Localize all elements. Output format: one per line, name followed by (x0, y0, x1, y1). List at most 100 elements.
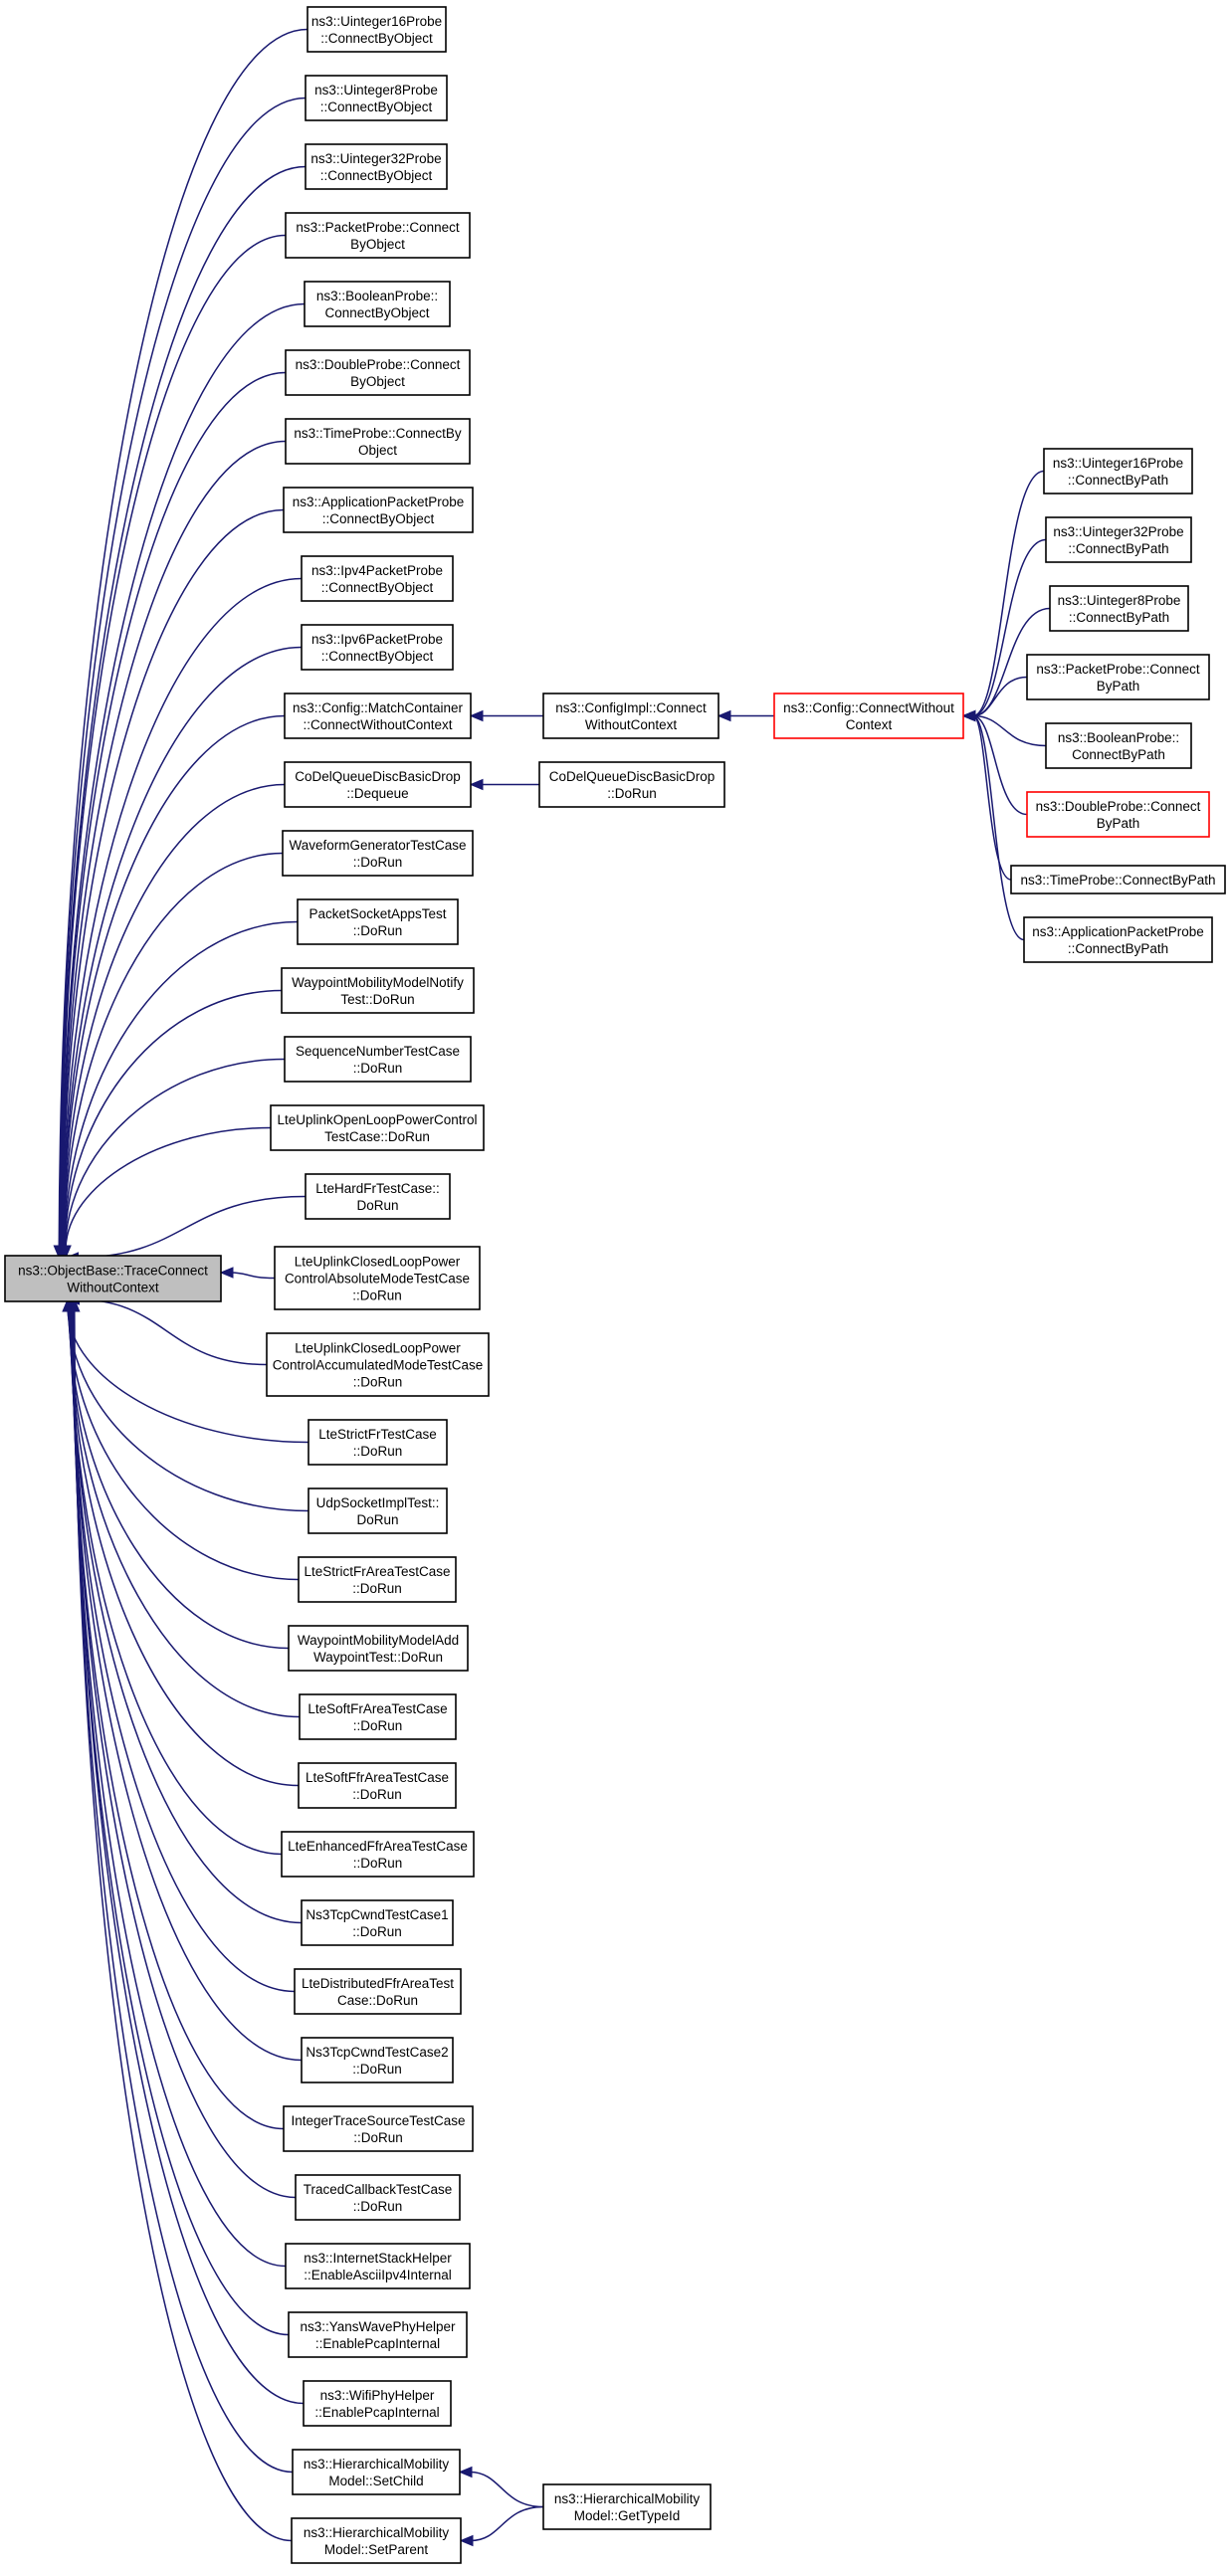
node-dbl[interactable]: ns3::DoubleProbe::ConnectByObject (285, 349, 471, 396)
node-mc[interactable]: ns3::Config::MatchContainer::ConnectWith… (284, 693, 472, 739)
node-ipv4[interactable]: ns3::Ipv4PacketProbe::ConnectByObject (301, 555, 454, 602)
node-box (288, 2311, 468, 2358)
node-hparent[interactable]: ns3::HierarchicalMobilityModel::SetParen… (291, 2517, 462, 2564)
node-yans[interactable]: ns3::YansWavePhyHelper::EnablePcapIntern… (288, 2311, 468, 2358)
node-label-line: ns3::WifiPhyHelper (320, 2388, 435, 2403)
node-pkt[interactable]: ns3::PacketProbe::ConnectByObject (285, 212, 471, 259)
node-wmma[interactable]: WaypointMobilityModelAddWaypointTest::Do… (288, 1625, 469, 1672)
node-label-line: ns3::BooleanProbe:: (316, 289, 438, 303)
node-ltesoft[interactable]: LteSoftFrAreaTestCase::DoRun (299, 1693, 457, 1740)
node-codelrun[interactable]: CoDelQueueDiscBasicDrop::DoRun (538, 761, 725, 808)
node-htype[interactable]: ns3::HierarchicalMobilityModel::GetTypeI… (542, 2483, 712, 2530)
node-ipv6[interactable]: ns3::Ipv6PacketProbe::ConnectByObject (301, 624, 454, 671)
node-u8[interactable]: ns3::Uinteger8Probe::ConnectByObject (305, 75, 448, 121)
node-label-line: Test::DoRun (340, 992, 414, 1007)
node-traced[interactable]: TracedCallbackTestCase::DoRun (295, 2174, 461, 2221)
node-label-line: LteSoftFfrAreaTestCase (306, 1770, 449, 1785)
call-edge-ltesoft-to-root (63, 1297, 301, 1718)
node-psat[interactable]: PacketSocketAppsTest::DoRun (297, 898, 459, 945)
call-edge-u16-to-root (53, 28, 308, 1260)
node-label-line: Context (846, 717, 893, 732)
node-label-line: ns3::Uinteger16Probe (1053, 456, 1183, 471)
node-inet[interactable]: ns3::InternetStackHelper::EnableAsciiIpv… (285, 2243, 471, 2289)
node-label-line: ByObject (350, 374, 405, 389)
node-box (281, 1831, 475, 1878)
node-ltestrict[interactable]: LteStrictFrTestCase::DoRun (308, 1419, 448, 1466)
node-box (284, 1036, 472, 1083)
node-box (285, 418, 471, 465)
arrowhead-icon (469, 709, 484, 722)
node-label-line: ConnectByPath (1072, 747, 1165, 762)
call-edge-ipv4-to-root (56, 577, 303, 1260)
node-box (4, 1255, 222, 1302)
node-pu8[interactable]: ns3::Uinteger8Probe::ConnectByPath (1049, 585, 1189, 632)
node-ltesoftffr[interactable]: LteSoftFfrAreaTestCase::DoRun (298, 1762, 457, 1809)
node-label-line: ControlAccumulatedModeTestCase (273, 1358, 484, 1373)
node-label-line: ::ConnectByPath (1068, 473, 1168, 488)
node-pbool[interactable]: ns3::BooleanProbe::ConnectByPath (1045, 722, 1192, 769)
node-label-line: WaypointTest::DoRun (313, 1650, 443, 1665)
node-label-line: DoRun (356, 1198, 398, 1213)
node-wave[interactable]: WaveformGeneratorTestCase::DoRun (282, 830, 474, 877)
node-lteenh[interactable]: LteEnhancedFfrAreaTestCase::DoRun (281, 1831, 475, 1878)
node-label-line: ns3::HierarchicalMobility (554, 2491, 701, 2506)
call-edge-wave-to-root (58, 852, 284, 1260)
node-label-line: ControlAbsoluteModeTestCase (285, 1272, 470, 1287)
node-label-line: SequenceNumberTestCase (296, 1044, 460, 1059)
node-papp[interactable]: ns3::ApplicationPacketProbe::ConnectByPa… (1023, 916, 1213, 963)
node-label-line: ns3::Uinteger32Probe (1053, 524, 1183, 539)
node-box (307, 6, 447, 53)
node-ptime[interactable]: ns3::TimeProbe::ConnectByPath (1010, 865, 1226, 894)
node-label-line: Object (358, 443, 397, 458)
node-u16[interactable]: ns3::Uinteger16Probe::ConnectByObject (307, 6, 447, 53)
node-label-line: ::ConnectByObject (320, 99, 433, 114)
node-label-line: ByObject (350, 237, 405, 252)
node-label-line: ns3::PacketProbe::Connect (296, 220, 460, 235)
node-wifi[interactable]: ns3::WifiPhyHelper::EnablePcapInternal (303, 2380, 452, 2427)
node-label-line: DoRun (356, 1512, 398, 1527)
node-label-line: ::DoRun (353, 923, 403, 938)
node-pu16[interactable]: ns3::Uinteger16Probe::ConnectByPath (1043, 448, 1193, 495)
node-seq[interactable]: SequenceNumberTestCase::DoRun (284, 1036, 472, 1083)
node-bool[interactable]: ns3::BooleanProbe::ConnectByObject (304, 281, 451, 327)
call-edge-lteabs-to-root (219, 1267, 276, 1280)
node-label-line: Model::GetTypeId (574, 2508, 681, 2523)
node-tcp1[interactable]: Ns3TcpCwndTestCase1::DoRun (301, 1899, 454, 1946)
node-u32[interactable]: ns3::Uinteger32Probe::ConnectByObject (305, 143, 448, 190)
call-edge-papp-to-cfgcwc (961, 709, 1025, 941)
node-root[interactable]: ns3::ObjectBase::TraceConnectWithoutCont… (4, 1255, 222, 1302)
node-label-line: ns3::TimeProbe::ConnectByPath (1020, 873, 1215, 888)
node-ppkt[interactable]: ns3::PacketProbe::ConnectByPath (1026, 654, 1210, 700)
node-integer[interactable]: IntegerTraceSourceTestCase::DoRun (283, 2105, 474, 2152)
node-pdbl[interactable]: ns3::DoubleProbe::ConnectByPath (1026, 791, 1210, 838)
node-cfgimpl[interactable]: ns3::ConfigImpl::ConnectWithoutContext (542, 693, 719, 739)
node-box (285, 212, 471, 259)
node-time[interactable]: ns3::TimeProbe::ConnectByObject (285, 418, 471, 465)
call-edge-tcp2-to-root (66, 1297, 303, 2062)
node-label-line: TracedCallbackTestCase (304, 2182, 453, 2197)
call-edge-cfgimpl-to-mc (469, 709, 544, 722)
node-lteabs[interactable]: LteUplinkClosedLoopPowerControlAbsoluteM… (274, 1246, 481, 1310)
node-codel[interactable]: CoDelQueueDiscBasicDrop::Dequeue (284, 761, 472, 808)
node-udp[interactable]: UdpSocketImplTest::DoRun (308, 1487, 448, 1534)
node-box (301, 2037, 454, 2083)
node-tcp2[interactable]: Ns3TcpCwndTestCase2::DoRun (301, 2037, 454, 2083)
node-label-line: ::DoRun (352, 2062, 402, 2077)
node-lteacc[interactable]: LteUplinkClosedLoopPowerControlAccumulat… (266, 1332, 490, 1397)
node-ltehard[interactable]: LteHardFrTestCase::DoRun (305, 1173, 451, 1220)
node-box (284, 761, 472, 808)
node-box (299, 1693, 457, 1740)
node-pu32[interactable]: ns3::Uinteger32Probe::ConnectByPath (1045, 516, 1192, 563)
arrowhead-icon (717, 709, 731, 722)
node-ltepc[interactable]: LteUplinkOpenLoopPowerControlTestCase::D… (270, 1104, 485, 1151)
node-ltestrictarea[interactable]: LteStrictFrAreaTestCase::DoRun (298, 1556, 457, 1603)
node-cfgcwc[interactable]: ns3::Config::ConnectWithoutContext (773, 693, 964, 739)
node-app[interactable]: ns3::ApplicationPacketProbe::ConnectByOb… (283, 487, 474, 533)
node-label-line: LteStrictFrAreaTestCase (304, 1564, 450, 1579)
call-edge-codelrun-to-codel (469, 778, 539, 791)
node-label-line: ::ConnectByObject (320, 31, 433, 46)
